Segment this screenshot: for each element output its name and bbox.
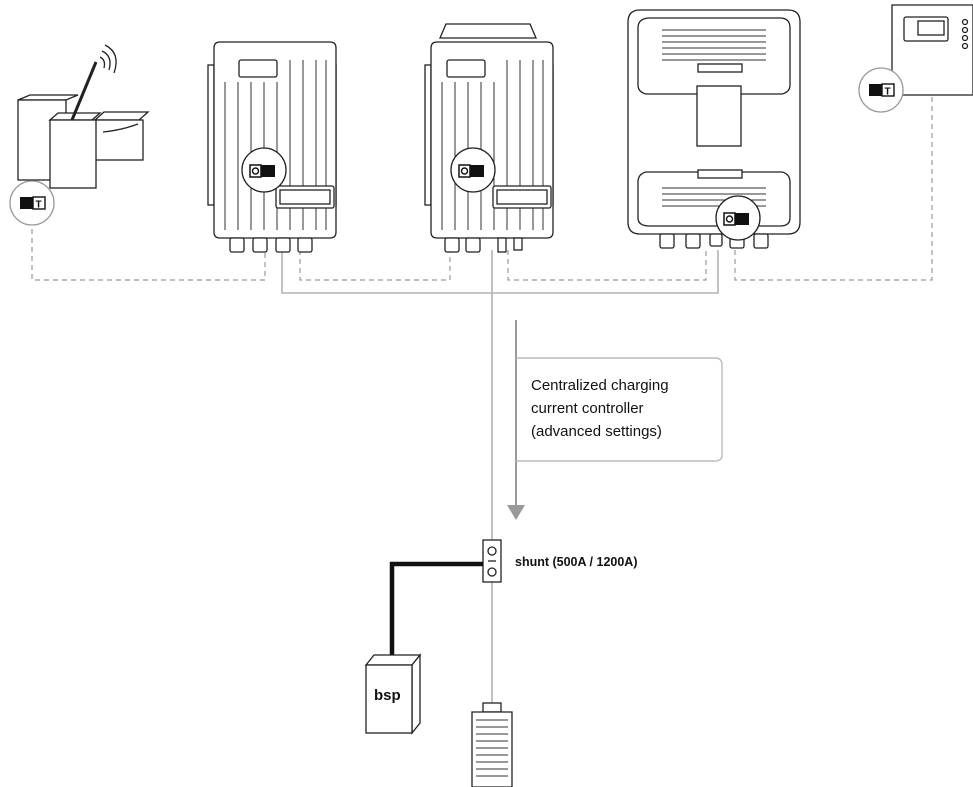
callout-line-2: current controller [531,400,644,417]
callout-line-1: Centralized charging [531,377,669,394]
callout-bracket [516,357,723,462]
bsp-box [364,653,422,735]
dashed-bus-lines [31,95,933,281]
bsp-cable [389,561,483,657]
temperature-sensor-badge-left: T [9,180,55,226]
remote-control-panel [891,4,973,96]
callout-arrow [507,320,525,520]
shunt-label: shunt (500A / 1200A) [515,555,638,569]
callout-line-3: (advanced settings) [531,423,662,440]
temperature-sensor-badge-right: T [858,67,904,113]
bsp-label: bsp [374,687,401,704]
battery-icon [471,702,513,787]
solid-bus-lines [281,250,719,705]
thermometer-icon: T [885,87,891,98]
shunt-device [482,539,502,583]
inverter-charger [627,9,801,249]
charge-controller-1 [207,41,337,253]
thermometer-icon: T [36,200,42,211]
charge-controller-2 [424,23,554,253]
wireless-remote-device [17,44,150,189]
